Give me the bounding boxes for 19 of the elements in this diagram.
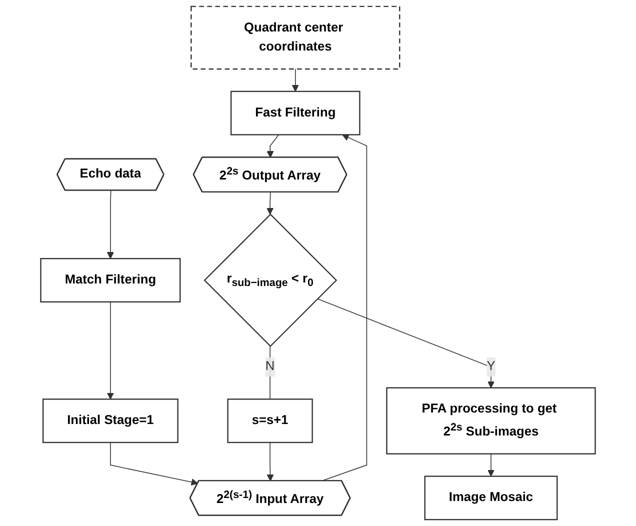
arrow xyxy=(316,298,495,388)
node-box: PFA processing to get 2$^{2s}$ Sub-images xyxy=(386,387,596,454)
arrow xyxy=(266,134,280,158)
arrow xyxy=(292,68,299,92)
arrow xyxy=(106,190,114,259)
arrow xyxy=(266,442,274,482)
node-box: Match Filtering xyxy=(40,258,181,302)
arrow xyxy=(110,442,198,486)
node-box: s=s+1 xyxy=(227,398,313,444)
edge-label: N xyxy=(265,360,275,374)
arrow xyxy=(487,453,495,477)
arrow xyxy=(266,192,274,215)
arrow xyxy=(106,302,114,400)
node-diamond: r$_{sub−image}$ < r$_{0}$ xyxy=(204,214,338,347)
node-box: Quadrant center coordinates xyxy=(190,6,400,70)
node-box: Image Mosaic xyxy=(424,476,558,520)
edge-label: Y xyxy=(486,360,496,374)
node-box: Initial Stage=1 xyxy=(42,398,178,444)
node-box: Fast Filtering xyxy=(230,90,360,136)
